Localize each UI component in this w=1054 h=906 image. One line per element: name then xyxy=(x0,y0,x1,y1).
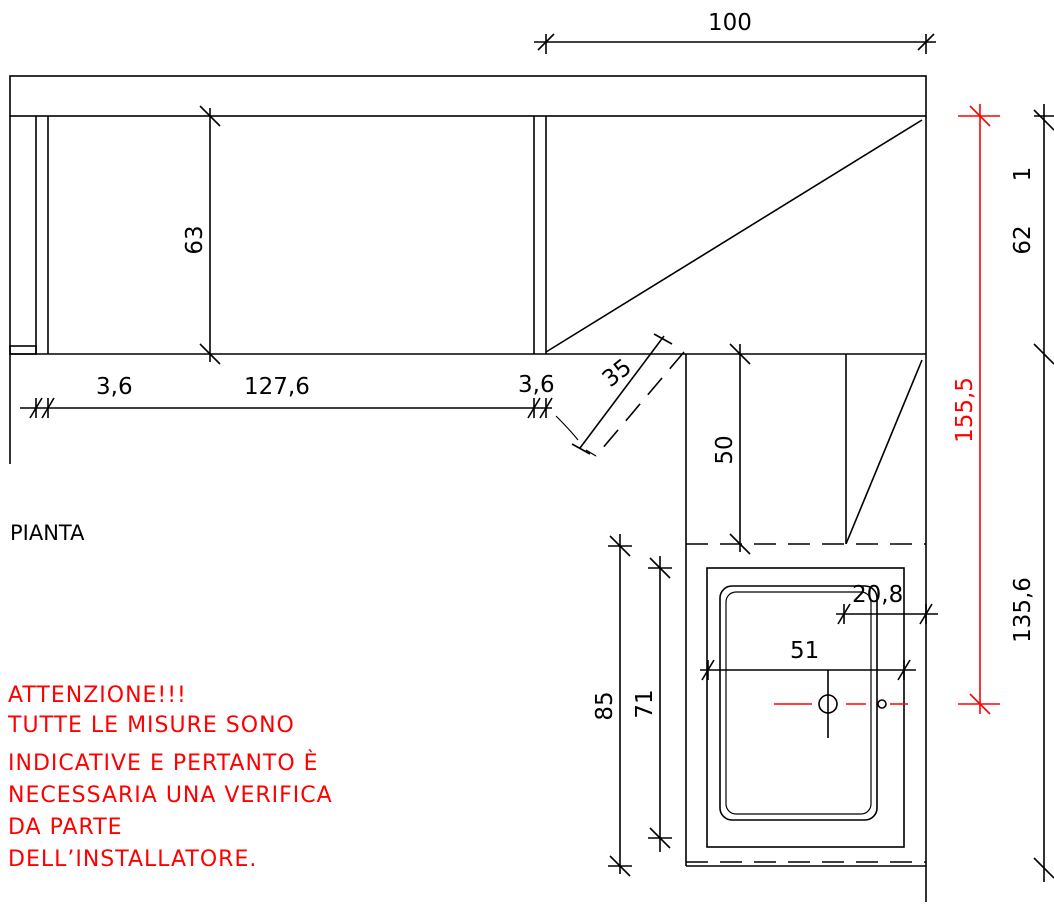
dim-cabinet-depth: 63 xyxy=(182,105,221,365)
dim-sink-width: 51 xyxy=(700,638,916,681)
warning-line-1: ATTENZIONE!!! xyxy=(8,683,187,708)
left-cabinet-run xyxy=(9,116,926,464)
dim-outer-85: 85 xyxy=(592,534,632,877)
dim-inner-71: 71 xyxy=(632,556,672,852)
dim-bottom-chain: 3,6 127,6 3,6 xyxy=(20,372,555,419)
warning-line-2: TUTTE LE MISURE SONO xyxy=(7,713,295,738)
dim-right-top-label: 1 xyxy=(1010,167,1036,182)
dim-sink-width-label: 51 xyxy=(790,638,819,664)
view-label: PIANTA xyxy=(10,521,85,545)
corner-cabinet xyxy=(545,116,927,902)
dim-return-depth: 50 xyxy=(712,343,751,555)
wall xyxy=(9,75,927,117)
dim-cabinet-width-label: 127,6 xyxy=(244,374,310,400)
dim-right-upper-label: 62 xyxy=(1010,225,1036,254)
dim-panel-right-label: 3,6 xyxy=(518,372,555,398)
warning-line-4: NECESSARIA UNA VERIFICA xyxy=(8,783,333,808)
dim-return-depth-label: 50 xyxy=(712,435,738,464)
dim-cabinet-depth-label: 63 xyxy=(182,225,208,254)
dim-total-depth-label: 155,5 xyxy=(952,377,978,443)
dim-right-chain: 1 62 135,6 xyxy=(1010,104,1054,882)
warning-line-5: DA PARTE xyxy=(8,815,123,840)
installer-warning-note: ATTENZIONE!!! TUTTE LE MISURE SONO INDIC… xyxy=(7,683,333,872)
dim-panel-left-label: 3,6 xyxy=(96,374,133,400)
dim-top-width-label: 100 xyxy=(708,10,752,36)
dim-diagonal: 35 xyxy=(555,333,685,457)
dim-right-lower-label: 135,6 xyxy=(1010,577,1036,643)
dim-diagonal-label: 35 xyxy=(598,354,637,393)
dim-outer-85-label: 85 xyxy=(592,691,618,720)
dim-sink-offset: 20,8 xyxy=(836,582,938,625)
sink xyxy=(706,567,908,848)
warning-line-3: INDICATIVE E PERTANTO È xyxy=(8,750,319,776)
dim-total-depth: 155,5 xyxy=(952,104,1000,715)
dim-inner-71-label: 71 xyxy=(632,689,658,718)
return-cabinet xyxy=(685,354,926,867)
dim-sink-offset-label: 20,8 xyxy=(852,582,903,608)
warning-line-6: DELL’INSTALLATORE. xyxy=(8,847,257,872)
dim-top-width: 100 xyxy=(534,10,936,54)
